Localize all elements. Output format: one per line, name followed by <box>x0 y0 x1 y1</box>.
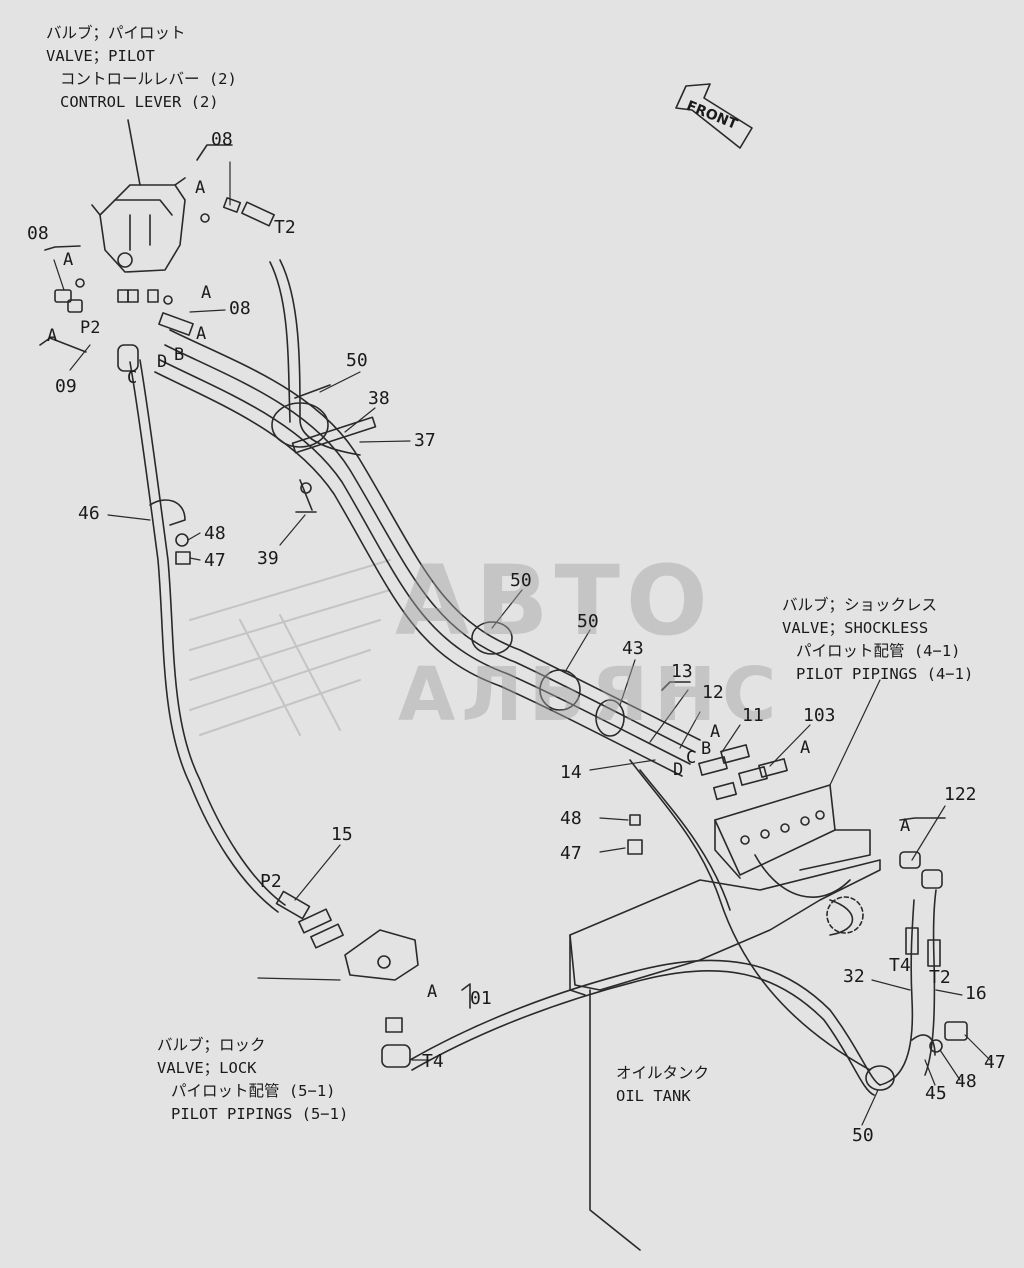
pilot-valve-jp: バルブ；パイロット <box>46 24 186 42</box>
shockless-valve-jp: バルブ；ショックレス <box>782 596 938 614</box>
p2-hose-to-lock-valve <box>129 359 286 913</box>
callout-13: 13 <box>671 661 693 682</box>
pilot-valve-sub-en: CONTROL LEVER (2) <box>60 93 219 111</box>
callout-09: 09 <box>55 376 77 397</box>
callout-01: 01 <box>470 988 492 1009</box>
oil-tank-en: OIL TANK <box>616 1087 691 1105</box>
callout-50: 50 <box>577 611 599 632</box>
lock-valve-sub-jp: パイロット配管 (5−1) <box>171 1082 336 1100</box>
callout-38: 38 <box>368 388 390 409</box>
callout-t2: T2 <box>929 967 951 988</box>
port-label-a: A <box>710 722 721 742</box>
port-label-c: C <box>686 748 697 768</box>
lock-valve-caption: バルブ；ロック VALVE；LOCK パイロット配管 (5−1) PILOT P… <box>157 1034 348 1126</box>
port-label-a: A <box>800 738 811 758</box>
watermark-line2: АЛЬЯНС <box>398 652 783 738</box>
callout-45: 45 <box>925 1083 947 1104</box>
hose-clamps <box>149 384 625 737</box>
callout-50: 50 <box>510 570 532 591</box>
port-label-a: A <box>427 982 438 1002</box>
callout-50: 50 <box>346 350 368 371</box>
callout-08: 08 <box>27 223 49 244</box>
callout-t2: T2 <box>274 217 296 238</box>
front-direction-arrow-icon <box>675 83 753 149</box>
pilot-valve-en: VALVE；PILOT <box>46 47 155 65</box>
group-brackets <box>39 144 946 1009</box>
port-label-b: B <box>701 739 712 759</box>
pilot-valve-sub-jp: コントロールレバー (2) <box>60 70 237 88</box>
port-label-a: A <box>201 283 212 303</box>
callout-t4: T4 <box>422 1051 444 1072</box>
callout-11: 11 <box>742 705 764 726</box>
port-label-a: A <box>63 250 74 270</box>
callout-15: 15 <box>331 824 353 845</box>
callout-46: 46 <box>78 503 100 524</box>
port-label-d: D <box>673 760 684 780</box>
callout-37: 37 <box>414 430 436 451</box>
callout-p2: P2 <box>260 871 282 892</box>
callout-14: 14 <box>560 762 582 783</box>
oil-tank-jp: オイルタンク <box>616 1064 710 1082</box>
callout-08: 08 <box>229 298 251 319</box>
callout-12: 12 <box>702 682 724 703</box>
lock-valve-en: VALVE；LOCK <box>157 1059 257 1077</box>
leader-lines <box>53 161 991 1126</box>
oil-tank-outline <box>569 859 881 1251</box>
watermark-logo-icon <box>189 559 391 736</box>
control-lever-body <box>91 119 186 273</box>
callout-08: 08 <box>211 129 233 150</box>
callout-48: 48 <box>955 1071 977 1092</box>
pilot-valve-caption: バルブ；パイロット VALVE；PILOT コントロールレバー (2) CONT… <box>46 22 237 114</box>
callout-122: 122 <box>944 784 977 805</box>
port-label-b: B <box>174 345 185 365</box>
callout-43: 43 <box>622 638 644 659</box>
callout-48: 48 <box>204 523 226 544</box>
lock-valve-body <box>275 890 419 1068</box>
callout-50: 50 <box>852 1125 874 1146</box>
callout-48: 48 <box>560 808 582 829</box>
lock-valve-sub-en: PILOT PIPINGS (5−1) <box>171 1105 349 1123</box>
watermark-line1: АВТО <box>395 545 714 657</box>
port-label-a: A <box>195 178 206 198</box>
shockless-valve-block <box>714 784 871 898</box>
port-label-d: D <box>157 352 168 372</box>
shockless-valve-en: VALVE；SHOCKLESS <box>782 619 929 637</box>
callout-16: 16 <box>965 983 987 1004</box>
shockless-valve-sub-jp: パイロット配管 (4−1) <box>796 642 961 660</box>
callout-47: 47 <box>984 1052 1006 1073</box>
oil-tank-caption: オイルタンク OIL TANK <box>616 1062 709 1108</box>
callout-47: 47 <box>560 843 582 864</box>
return-line-fittings <box>865 851 968 1091</box>
main-hose-bundle <box>154 259 701 777</box>
callout-39: 39 <box>257 548 279 569</box>
control-lever-fittings <box>54 197 275 372</box>
port-label-a: A <box>196 324 207 344</box>
callout-103: 103 <box>803 705 836 726</box>
lock-valve-jp: バルブ；ロック <box>157 1036 266 1054</box>
port-label-a: A <box>47 326 58 346</box>
port-label-p2: P2 <box>80 318 101 338</box>
shockless-valve-sub-en: PILOT PIPINGS (4−1) <box>796 665 974 683</box>
shockless-valve-caption: バルブ；ショックレス VALVE；SHOCKLESS パイロット配管 (4−1)… <box>782 594 973 686</box>
callout-47: 47 <box>204 550 226 571</box>
port-label-c: C <box>127 368 138 388</box>
callout-t4: T4 <box>889 955 911 976</box>
callout-32: 32 <box>843 966 865 987</box>
shockless-valve-fittings <box>627 744 788 855</box>
port-label-a: A <box>900 816 911 836</box>
